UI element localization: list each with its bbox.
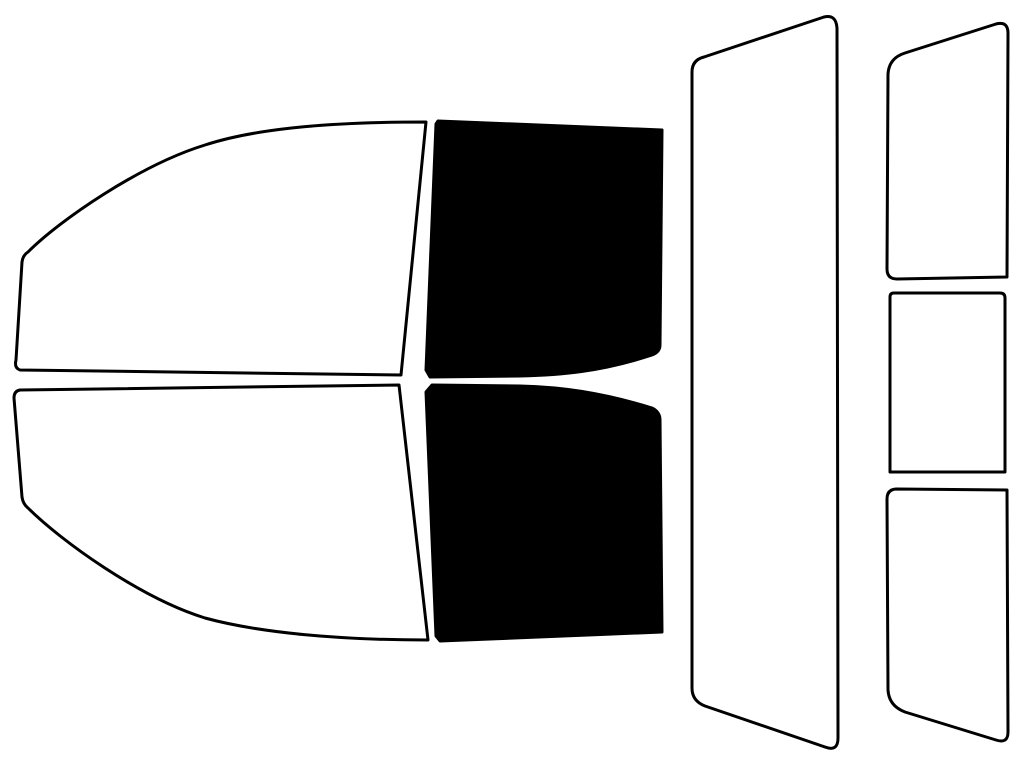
- windshield: [690, 15, 840, 750]
- front-passenger-window: [12, 383, 430, 642]
- rear-passenger-window: [424, 383, 664, 643]
- rear-driver-window: [424, 119, 664, 379]
- back-window-lower: [885, 487, 1010, 743]
- front-driver-window: [14, 120, 428, 377]
- back-window-upper: [885, 21, 1010, 281]
- back-window-middle: [888, 291, 1007, 474]
